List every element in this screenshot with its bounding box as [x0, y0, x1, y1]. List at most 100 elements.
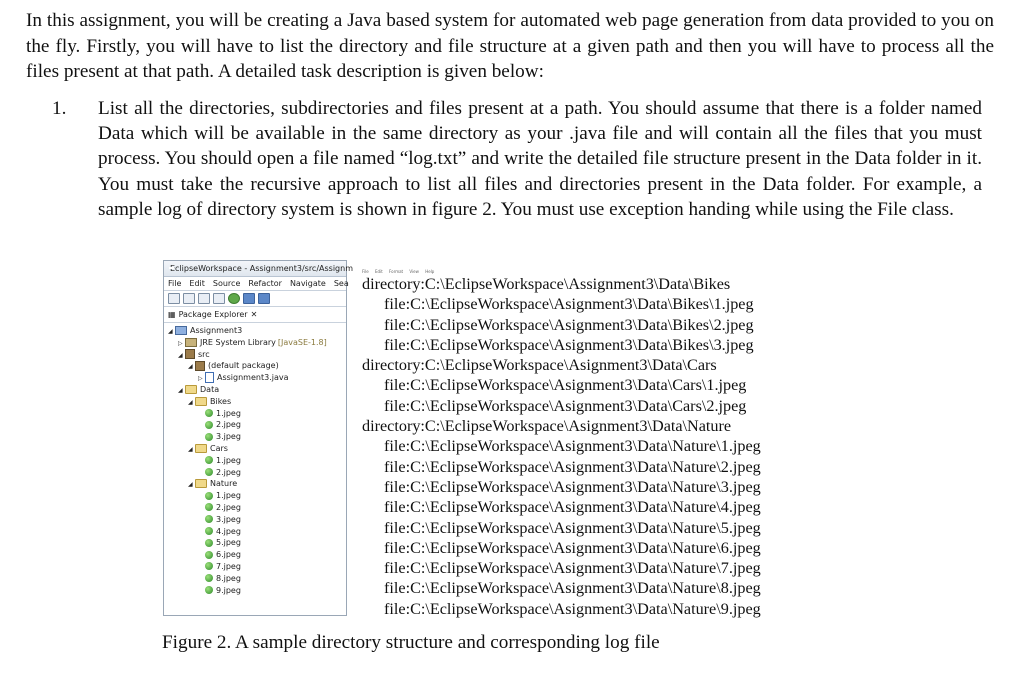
image-file-icon — [205, 586, 213, 595]
tree-item-label: Cars — [210, 443, 228, 453]
tree-item[interactable]: ◢ Cars — [164, 443, 346, 455]
tree-item[interactable]: ◢ Nature — [164, 478, 346, 490]
log-file-line: file:C:\EclipseWorkspace\Asignment3\Data… — [384, 559, 761, 578]
task-description: List all the directories, subdirectories… — [98, 98, 982, 220]
image-file-icon — [205, 432, 213, 441]
log-lines: directory:C:\EclipseWorkspace\Assignment… — [362, 274, 761, 619]
tree-item[interactable]: 2.jpeg — [164, 467, 346, 479]
log-file-line: file:C:\EclipseWorkspace\Asignment3\Data… — [384, 538, 761, 557]
new-class-icon[interactable] — [258, 293, 270, 304]
expand-arrow-icon[interactable]: ◢ — [188, 398, 193, 406]
tree-item[interactable]: ◢ Data — [164, 384, 346, 396]
log-directory-line: directory:C:\EclipseWorkspace\Asignment3… — [362, 417, 732, 436]
log-file-line: file:C:\EclipseWorkspace\Asignment3\Data… — [384, 335, 754, 354]
tree-item-label: 8.jpeg — [216, 573, 241, 583]
tree-item-label: 5.jpeg — [216, 538, 241, 548]
menu-refactor[interactable]: Refactor — [248, 279, 282, 288]
tree-item-label: 3.jpeg — [216, 432, 241, 442]
expand-arrow-icon[interactable]: ◢ — [188, 363, 193, 371]
image-file-icon — [205, 574, 213, 583]
notepad-menu-edit[interactable]: Edit — [374, 269, 383, 274]
tree-item[interactable]: 5.jpeg — [164, 537, 346, 549]
folder-icon — [195, 396, 207, 406]
log-directory-line: directory:C:\EclipseWorkspace\Assignment… — [362, 275, 731, 293]
print-icon[interactable] — [198, 293, 210, 304]
save-icon[interactable] — [183, 293, 195, 304]
expand-arrow-icon[interactable]: ◢ — [178, 351, 183, 359]
notepad-menu-help[interactable]: Help — [425, 269, 435, 274]
image-file-icon — [205, 550, 213, 559]
close-icon[interactable]: ✕ — [250, 310, 258, 319]
expand-arrow-icon[interactable]: ▷ — [178, 339, 183, 347]
package-explorer-tab[interactable]: ▦ Package Explorer ✕ — [164, 307, 346, 323]
tree-item-label: Data — [200, 384, 220, 394]
tree-item[interactable]: 8.jpeg — [164, 573, 346, 585]
notepad-menu-file[interactable]: File — [362, 269, 369, 274]
tree-item-label: 2.jpeg — [216, 467, 241, 477]
new-java-project-icon[interactable] — [243, 293, 255, 304]
tree-item[interactable]: 6.jpeg — [164, 549, 346, 561]
package-explorer-label: Package Explorer — [178, 310, 248, 319]
tree-item[interactable]: 1.jpeg — [164, 455, 346, 467]
new-icon[interactable] — [168, 293, 180, 304]
image-file-icon — [205, 420, 213, 429]
log-file-line: file:C:\EclipseWorkspace\Asignment3\Data… — [384, 295, 754, 314]
tree-item[interactable]: ◢Bikes — [164, 396, 346, 408]
debug-icon[interactable] — [213, 293, 225, 304]
tree-item[interactable]: 4.jpeg — [164, 526, 346, 538]
java-file-icon — [205, 372, 214, 384]
src-folder-icon — [185, 349, 195, 360]
menu-source[interactable]: Source — [212, 279, 241, 288]
expand-arrow-icon[interactable]: ◢ — [188, 481, 193, 489]
tree-item-label: (default package) — [208, 361, 279, 371]
folder-icon — [195, 479, 207, 489]
log-file-line: file:C:\EclipseWorkspace\Asignment3\Data… — [384, 396, 747, 415]
run-icon[interactable] — [228, 293, 240, 304]
log-file-line: file:C:\EclipseWorkspace\Asignment3\Data… — [384, 457, 761, 476]
expand-arrow-icon[interactable]: ▷ — [198, 375, 203, 383]
tree-item[interactable]: ◢Assignment3 — [164, 325, 346, 337]
menu-edit[interactable]: Edit — [189, 279, 205, 288]
image-file-icon — [205, 527, 213, 536]
project-tree: ◢Assignment3▷JRE System Library[JavaSE-1… — [164, 323, 346, 596]
log-file-line: file:C:\EclipseWorkspace\Asignment3\Data… — [384, 477, 761, 496]
image-file-icon — [205, 409, 213, 418]
tree-item[interactable]: 2.jpeg — [164, 502, 346, 514]
tree-item-label: Nature — [210, 479, 238, 489]
tree-item[interactable]: 1.jpeg — [164, 490, 346, 502]
menu-navigate[interactable]: Navigate — [289, 279, 326, 288]
log-file-line: file:C:\EclipseWorkspace\Asignment3\Data… — [384, 599, 761, 618]
log-file-line: file:C:\EclipseWorkspace\Asignment3\Data… — [384, 518, 761, 537]
image-file-icon — [205, 491, 213, 500]
tree-item[interactable]: 3.jpeg — [164, 514, 346, 526]
notepad-menu-bar: File Edit Format View Help — [362, 262, 439, 282]
tree-item[interactable]: 1.jpeg — [164, 408, 346, 420]
notepad-menu-format[interactable]: Format — [389, 269, 404, 274]
library-icon — [185, 337, 197, 347]
menu-file[interactable]: File — [168, 279, 182, 288]
package-explorer-icon: ▦ — [168, 310, 176, 319]
image-file-icon — [205, 456, 213, 465]
tree-item[interactable]: ▷Assignment3.java — [164, 372, 346, 384]
tree-item[interactable]: ◢ (default package) — [164, 360, 346, 372]
intro-paragraph: In this assignment, you will be creating… — [26, 10, 994, 82]
tree-item-label: 6.jpeg — [216, 550, 241, 560]
tree-item[interactable]: 7.jpeg — [164, 561, 346, 573]
menu-search[interactable]: Sea — [333, 279, 349, 288]
log-file-line: file:C:\EclipseWorkspace\Asignment3\Data… — [384, 437, 761, 456]
expand-arrow-icon[interactable]: ◢ — [168, 328, 173, 335]
tree-item-label: 1.jpeg — [216, 408, 241, 418]
notepad-menu-view[interactable]: View — [409, 269, 419, 274]
eclipse-toolbar — [164, 291, 346, 307]
expand-arrow-icon[interactable]: ◢ — [188, 445, 193, 453]
tree-item[interactable]: ▷JRE System Library[JavaSE-1.8] — [164, 337, 346, 349]
folder-icon — [185, 384, 197, 394]
tree-item[interactable]: 9.jpeg — [164, 585, 346, 597]
log-file-line: file:C:\EclipseWorkspace\Asignment3\Data… — [384, 579, 761, 598]
tree-item[interactable]: 2.jpeg — [164, 419, 346, 431]
expand-arrow-icon[interactable]: ◢ — [178, 386, 183, 394]
tree-item-label: 2.jpeg — [216, 502, 241, 512]
tree-item-label: 9.jpeg — [216, 585, 241, 595]
tree-item[interactable]: 3.jpeg — [164, 431, 346, 443]
tree-item[interactable]: ◢src — [164, 349, 346, 361]
